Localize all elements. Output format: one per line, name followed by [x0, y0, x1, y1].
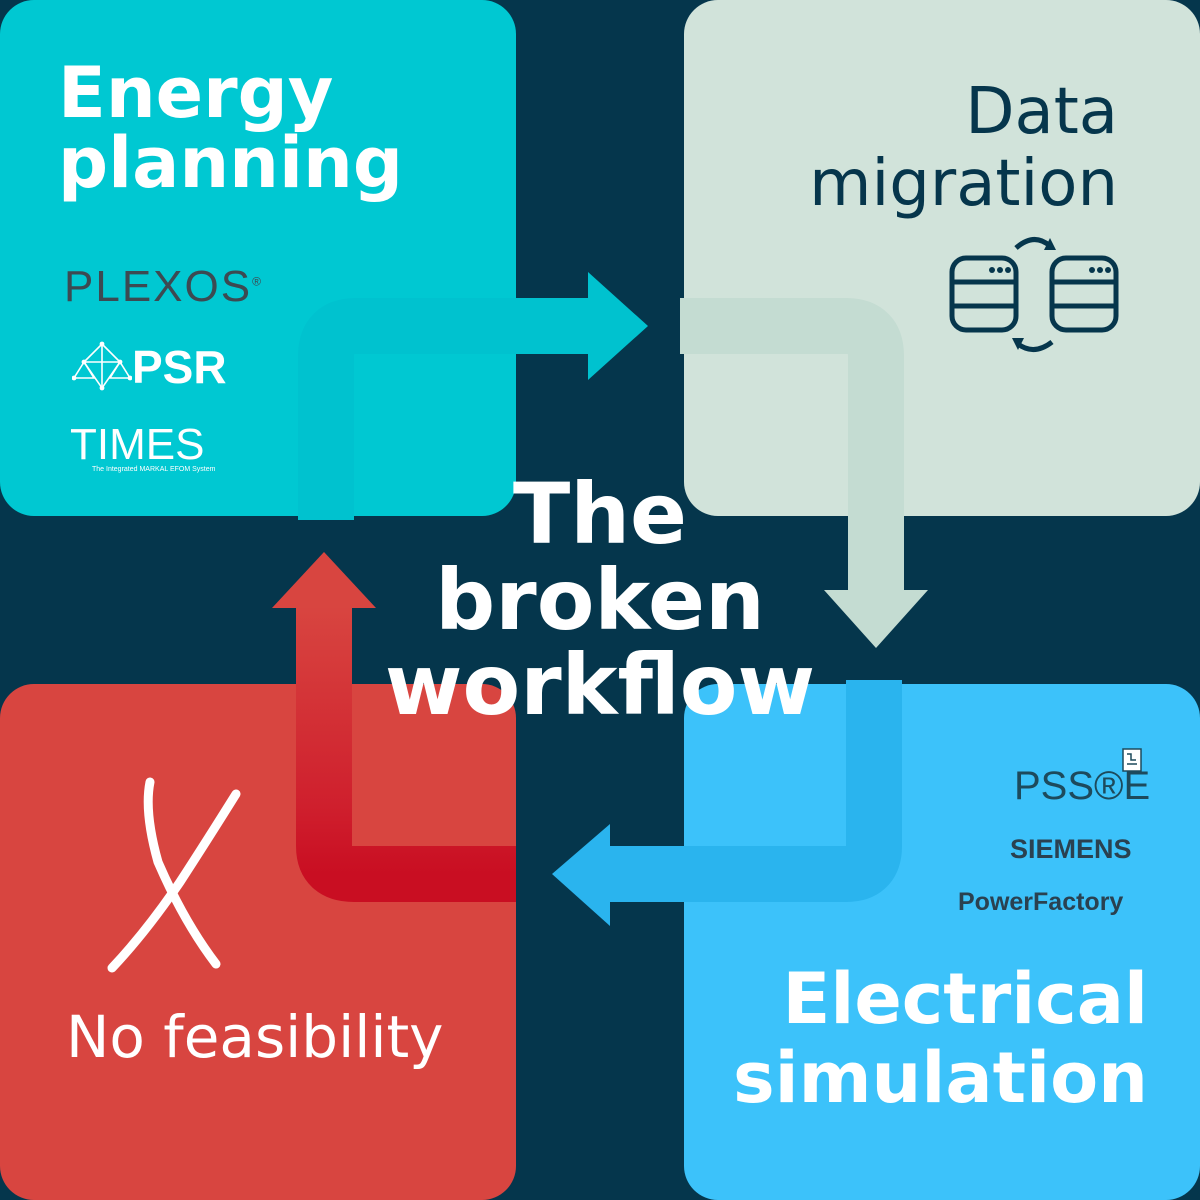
x-mark-icon — [107, 777, 241, 973]
arrow-data-to-electrical — [680, 298, 928, 648]
center-title: The broken workflow — [384, 465, 816, 735]
energy-planning-title: Energy planning — [58, 52, 403, 204]
siemens-logo: SIEMENS — [1010, 834, 1132, 864]
psr-logo: PSR — [132, 341, 227, 393]
no-feasibility-label: No feasibility — [66, 1003, 444, 1071]
electrical-simulation-tile — [684, 684, 1200, 1200]
data-migration-tile — [684, 0, 1200, 516]
arrow-electrical-to-feasibility — [552, 680, 902, 926]
arrow-feasibility-to-energy — [272, 552, 516, 902]
electrical-simulation-title: Electrical simulation — [732, 958, 1148, 1120]
no-feasibility-tile — [0, 684, 516, 1200]
psse-badge-icon — [1122, 748, 1142, 772]
times-logo: TIMES — [70, 420, 205, 469]
times-logo-tagline: The Integrated MARKAL EFOM System — [92, 466, 216, 473]
arrow-energy-to-data — [298, 272, 648, 520]
psr-mesh-icon — [72, 341, 132, 391]
database-sync-icon — [949, 237, 1119, 352]
plexos-logo: PLEXOS® — [64, 262, 263, 311]
energy-planning-tile — [0, 0, 516, 516]
data-migration-title: Data migration — [809, 75, 1118, 222]
powerfactory-logo: PowerFactory — [958, 888, 1124, 916]
